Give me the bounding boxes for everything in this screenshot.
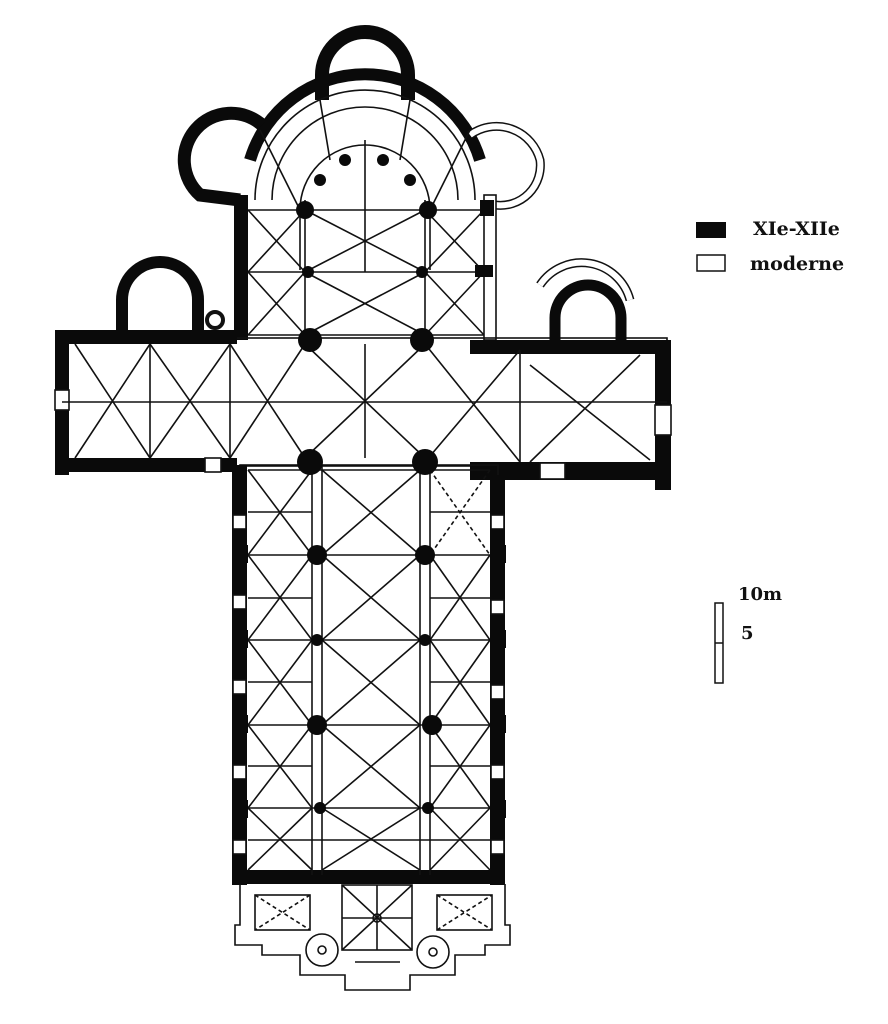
left-radiating-chapel bbox=[177, 106, 267, 207]
left-stair-turret bbox=[305, 933, 339, 967]
stair-turret bbox=[205, 310, 225, 330]
legend-swatch-modern bbox=[696, 254, 726, 272]
left-transept-chapel bbox=[116, 256, 204, 335]
legend-label-modern: moderne bbox=[750, 253, 845, 275]
central-radiating-chapel bbox=[315, 25, 415, 100]
scale-label-10m: 10m bbox=[738, 584, 783, 605]
piers bbox=[232, 154, 506, 818]
right-stair-turret bbox=[416, 935, 450, 969]
choir-left-wall bbox=[234, 195, 248, 340]
right-transept-chapel bbox=[549, 279, 627, 340]
porch bbox=[234, 884, 511, 991]
scale-label-5: 5 bbox=[741, 623, 754, 644]
ambulatory-wall bbox=[244, 68, 486, 162]
nave-outline bbox=[239, 464, 499, 881]
scale-bar bbox=[714, 602, 724, 684]
legend-swatch-romanesque bbox=[696, 222, 726, 238]
legend-label-romanesque: XIe-XIIe bbox=[753, 218, 840, 240]
